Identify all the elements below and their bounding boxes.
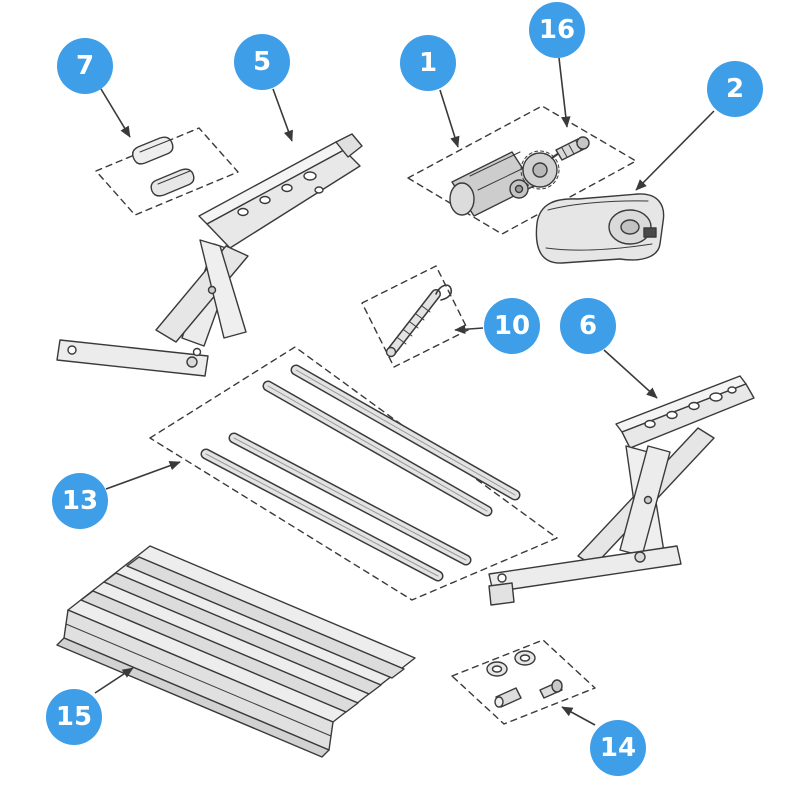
callout-badge-14[interactable]: 14 (590, 720, 646, 776)
callout-badge-7[interactable]: 7 (57, 38, 113, 94)
callout-badge-5[interactable]: 5 (234, 34, 290, 90)
callout-badge-1[interactable]: 1 (400, 35, 456, 91)
part-13-rails-box (149, 346, 558, 601)
part-14-fastener-box (451, 639, 596, 725)
callout-badge-6[interactable]: 6 (560, 298, 616, 354)
part-1-motor-box (407, 105, 637, 235)
callout-badge-16[interactable]: 16 (529, 2, 585, 58)
part-2-gearbox (535, 193, 665, 264)
callout-badge-15[interactable]: 15 (46, 689, 102, 745)
callout-badge-2[interactable]: 2 (707, 61, 763, 117)
part-5-left-bracket (56, 133, 363, 377)
part-7-hardware-box (95, 127, 239, 216)
part-15-step-tread (56, 545, 416, 758)
part-6-right-bracket (488, 375, 755, 606)
part-16-bolt (555, 136, 590, 161)
callout-badge-10[interactable]: 10 (484, 298, 540, 354)
part-10-linkage-box (361, 265, 469, 368)
callout-badge-13[interactable]: 13 (52, 473, 108, 529)
leader-lines (94, 57, 715, 726)
